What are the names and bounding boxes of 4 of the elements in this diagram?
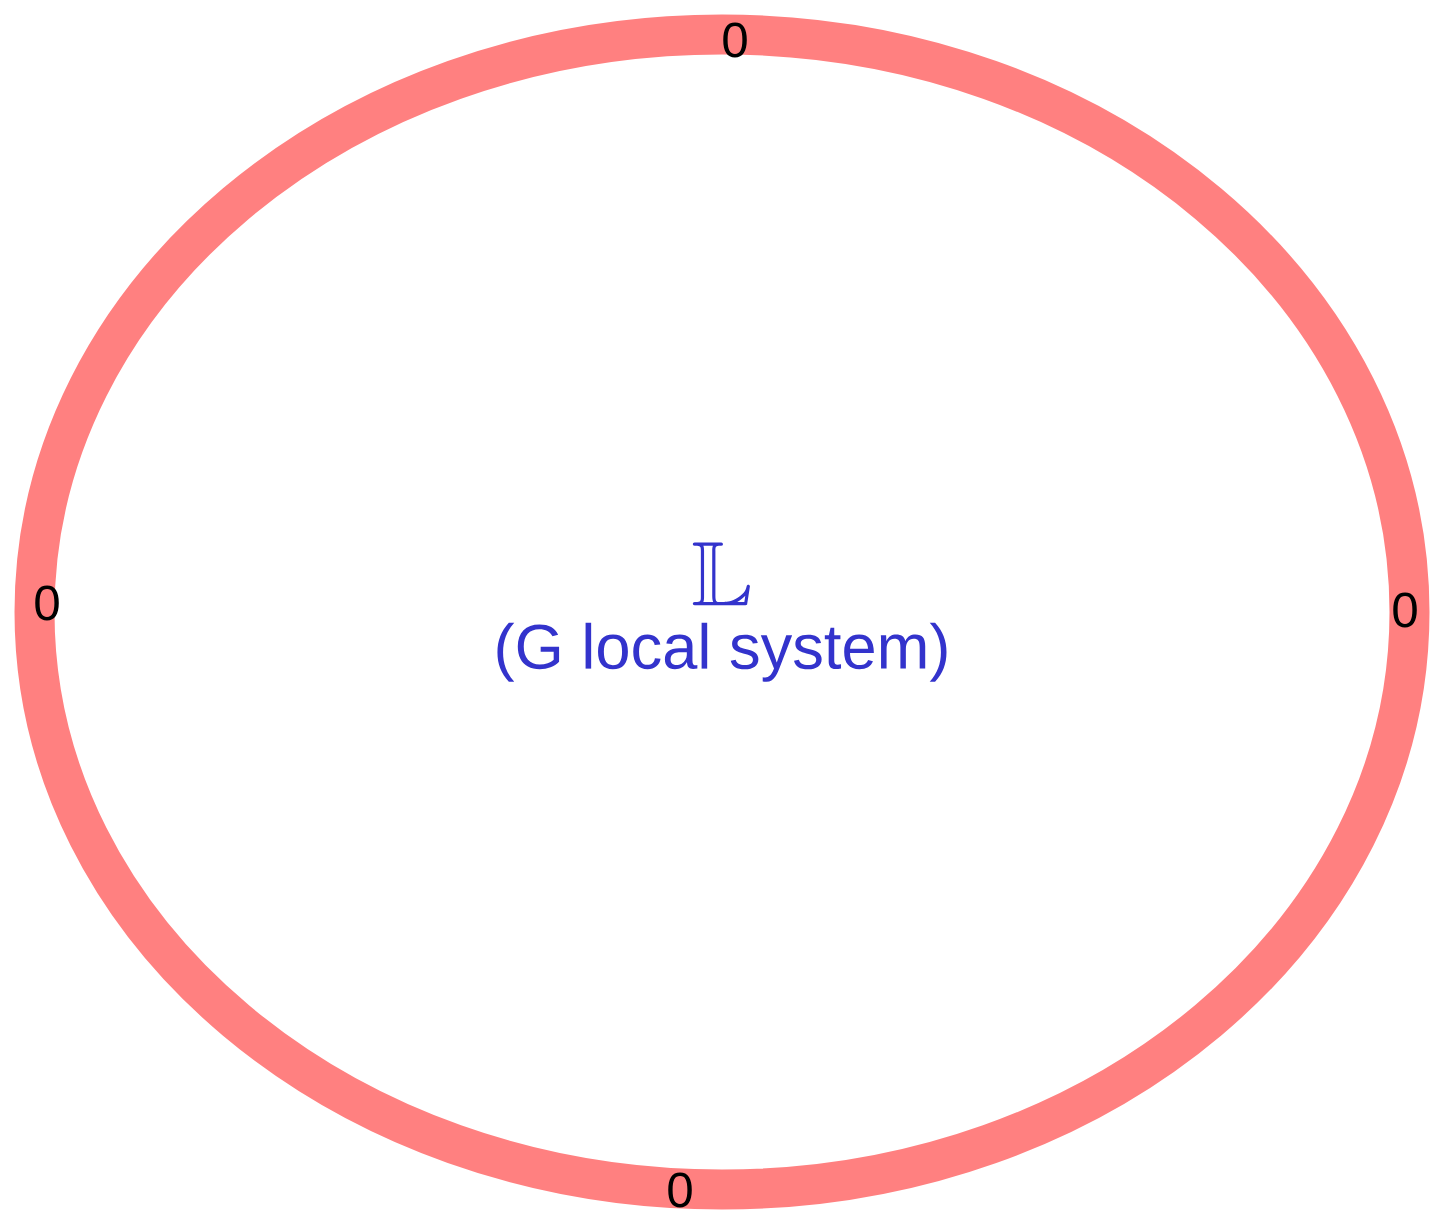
point-label: 0: [668, 1172, 692, 1208]
point-label: 0: [35, 585, 59, 621]
point-label: 0: [723, 22, 747, 58]
point-label: 0: [1393, 592, 1417, 628]
